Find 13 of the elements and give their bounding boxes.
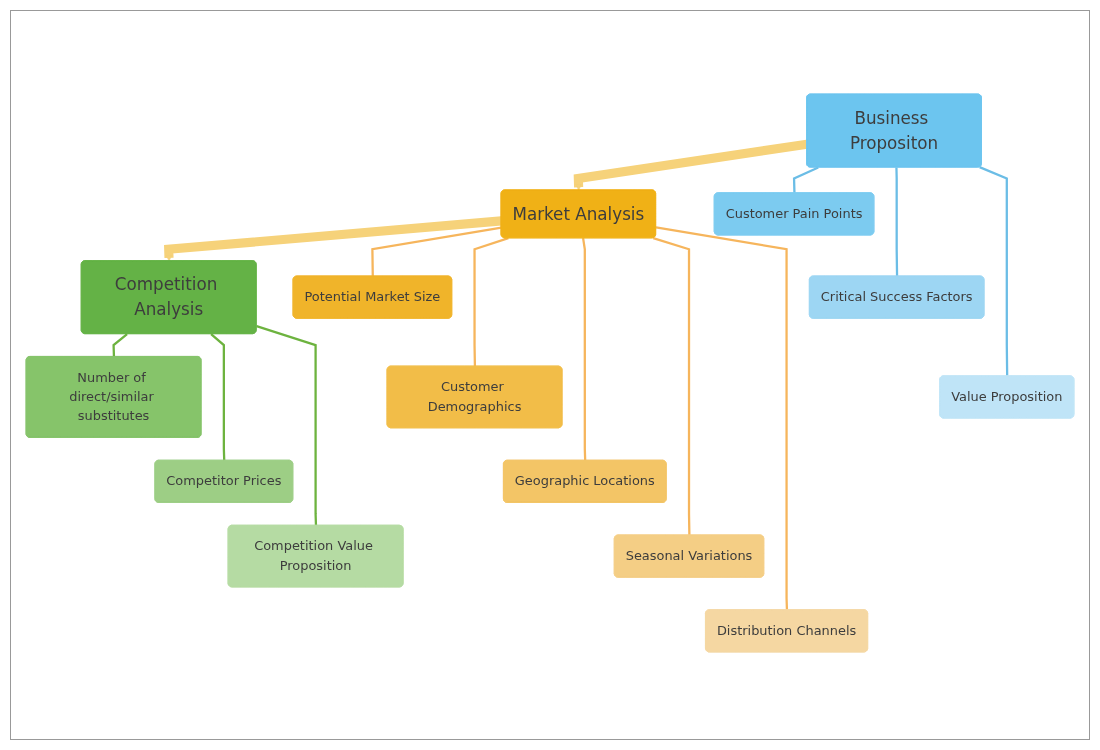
connector bbox=[792, 166, 819, 194]
connector bbox=[112, 333, 128, 357]
connector bbox=[655, 226, 789, 611]
connector bbox=[210, 333, 226, 461]
connector bbox=[582, 238, 587, 461]
connector bbox=[979, 166, 1009, 377]
connector bbox=[895, 167, 899, 277]
connector bbox=[473, 237, 509, 367]
arrow bbox=[164, 216, 502, 262]
connector bbox=[256, 324, 318, 526]
arrow bbox=[573, 139, 808, 191]
connector bbox=[652, 236, 691, 536]
connector bbox=[371, 226, 502, 277]
